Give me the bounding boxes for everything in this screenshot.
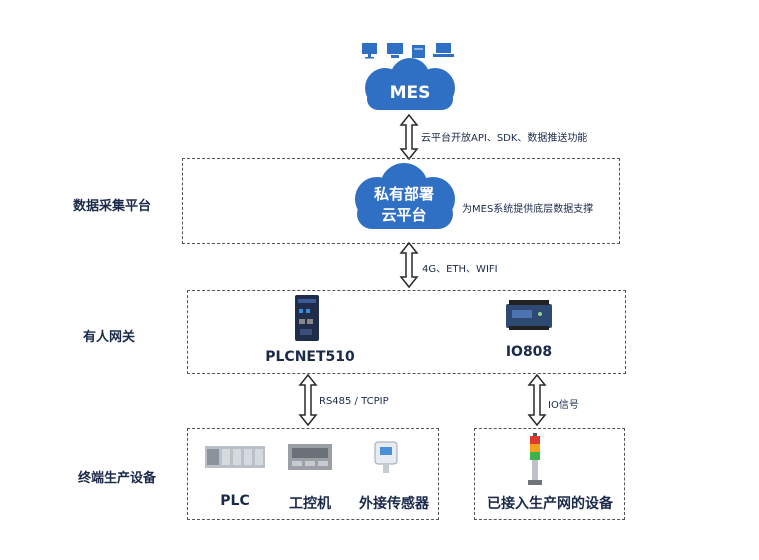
platform-layer-box: [182, 158, 620, 244]
connected-devices-label: 已接入生产网的设备: [487, 496, 613, 512]
private-cloud: [355, 163, 455, 229]
gateway-layer-label: 有人网关: [83, 330, 136, 345]
io808-device-image: [506, 300, 552, 330]
cloud-api-note: 云平台开放API、SDK、数据推送功能: [421, 133, 588, 144]
server-icon: [412, 45, 425, 58]
gateway-layer-box: [187, 290, 626, 374]
double-arrow-icon: [399, 241, 419, 289]
terminal-layer-box: [187, 428, 439, 520]
ipc-device-image: [288, 444, 332, 470]
signal-tower-image: [528, 433, 542, 485]
ipc-label: 工控机: [289, 496, 331, 512]
double-arrow-icon: [298, 373, 318, 427]
io808-label: IO808: [505, 344, 553, 360]
mes-label: MES: [389, 83, 431, 103]
double-arrow-icon: [527, 373, 547, 427]
plc-label: PLC: [220, 493, 250, 509]
fieldbus-note: RS485 / TCPIP: [319, 396, 389, 407]
platform-layer-label: 数据采集平台: [73, 199, 152, 214]
monitor-icon: [362, 43, 377, 59]
private-cloud-line2: 云平台: [381, 206, 427, 224]
plcnet510-label: PLCNET510: [265, 349, 355, 365]
network-note: 4G、ETH、WIFI: [422, 264, 498, 275]
sensor-label: 外接传感器: [359, 496, 429, 512]
mes-cloud: [365, 58, 455, 110]
mes-top-icons: [362, 43, 454, 59]
plc-device-image: [205, 446, 265, 468]
plcnet510-device-image: [295, 295, 319, 341]
connected-devices-box: [474, 428, 625, 520]
laptop-icon: [433, 43, 454, 57]
platform-support-note: 为MES系统提供底层数据支撑: [462, 204, 594, 215]
terminal-layer-label: 终端生产设备: [78, 471, 157, 486]
io-signal-note: IO信号: [548, 400, 579, 411]
sensor-device-image: [374, 441, 398, 473]
double-arrow-icon: [399, 113, 419, 161]
computer-icon: [387, 43, 403, 58]
private-cloud-line1: 私有部署: [373, 185, 434, 203]
